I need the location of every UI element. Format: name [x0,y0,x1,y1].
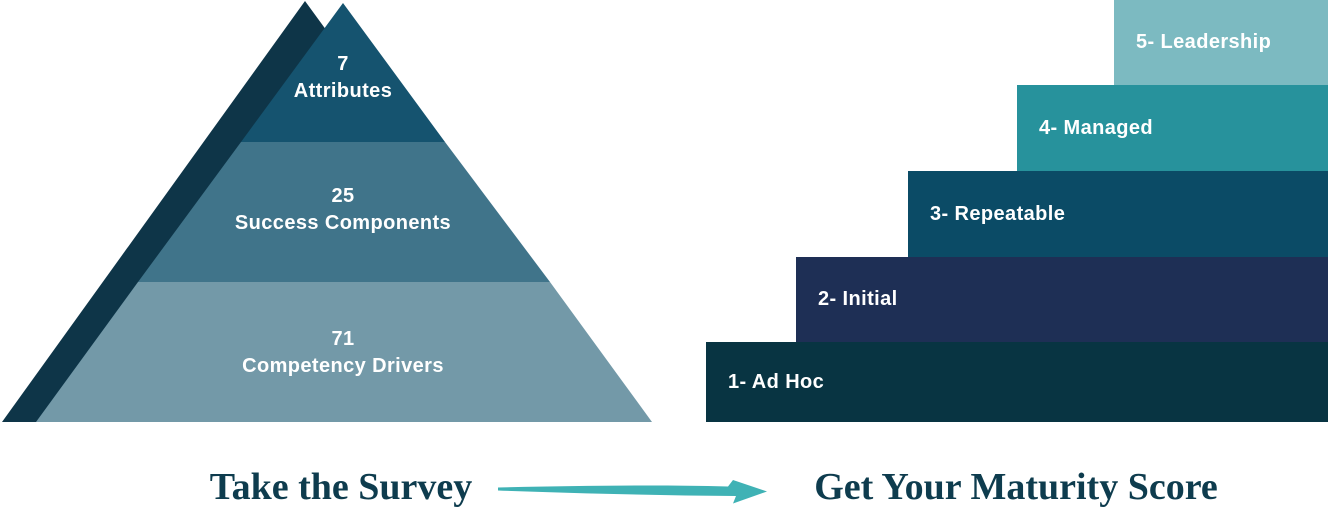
pyramid-tier-3-shape [36,282,652,422]
tier-1-label: Attributes [293,80,393,102]
maturity-score-heading: Get Your Maturity Score [814,466,1218,508]
tier-3-value: 71 [331,328,355,350]
tier-3-label: Competency Drivers [242,355,444,377]
take-survey-heading: Take the Survey [209,466,473,508]
maturity-step-5: 5- Leadership [1114,0,1328,85]
tier-1-value: 7 [337,53,349,75]
maturity-step-1-label: 1- Ad Hoc [728,370,825,393]
maturity-step-3: 3- Repeatable [908,171,1328,257]
maturity-step-2: 2- Initial [796,257,1328,342]
pyramid-tier-3-text: 71 Competency Drivers [242,326,444,380]
tier-2-value: 25 [331,185,355,207]
pyramid-tier-2-text: 25 Success Components [235,183,451,237]
tier-2-label: Success Components [234,212,452,234]
maturity-step-4-label: 4- Managed [1039,116,1154,139]
right-arrow-shape [498,480,767,504]
pyramid-tier-1-text: 7 Attributes [294,51,392,105]
right-arrow-icon [498,480,767,504]
pyramid-tier-2-shape [138,142,550,282]
maturity-step-1: 1- Ad Hoc [706,342,1328,422]
maturity-step-2-label: 2- Initial [818,288,898,310]
maturity-step-3-label: 3- Repeatable [930,202,1066,225]
maturity-step-5-label: 5- Leadership [1136,31,1272,53]
maturity-step-4: 4- Managed [1017,85,1328,171]
pyramid-tier-1-shape [241,3,445,142]
pyramid-diagram [2,1,652,422]
